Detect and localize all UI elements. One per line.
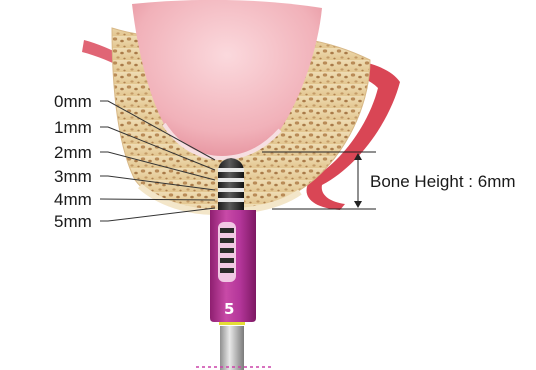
bone-height-arrow xyxy=(354,153,362,208)
bone-height-label: Bone Height : 6mm xyxy=(370,172,516,191)
drill-size-number: 5 xyxy=(224,300,234,318)
depth-label-1mm: 1mm xyxy=(54,118,92,137)
drill-shaft xyxy=(220,326,244,370)
depth-label-5mm: 5mm xyxy=(54,212,92,231)
drill-tip xyxy=(218,158,244,210)
depth-label-4mm: 4mm xyxy=(54,190,92,209)
depth-label-0mm: 0mm xyxy=(54,92,92,111)
depth-label-2mm: 2mm xyxy=(54,143,92,162)
depth-label-3mm: 3mm xyxy=(54,167,92,186)
